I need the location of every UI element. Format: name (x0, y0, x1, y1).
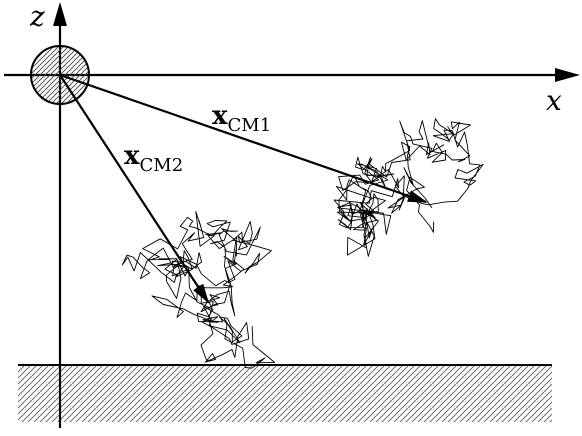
polymer-chain-1 (333, 118, 484, 257)
vector-xcm2-arrow (59, 74, 210, 304)
vector-xcm2-subscript: CM2 (140, 155, 184, 176)
x-axis-arrowhead (555, 68, 580, 82)
x-axis-label: x (546, 84, 562, 117)
wall (18, 364, 552, 422)
z-axis-arrowhead (53, 2, 67, 26)
vector-xcm1-symbol: x (212, 101, 228, 131)
vector-xcm1-arrow (59, 73, 428, 204)
cm-vectors (59, 73, 428, 304)
vector-xcm1-subscript: CM1 (228, 115, 272, 136)
polymer-chain-2 (121, 210, 276, 369)
vector-xcm2-symbol: x (124, 141, 140, 171)
z-axis-label: z (29, 0, 45, 33)
vector-xcm2-label: xCM2 (124, 141, 183, 176)
vector-xcm1-label: xCM1 (212, 101, 271, 136)
wall-hatch (18, 366, 552, 422)
